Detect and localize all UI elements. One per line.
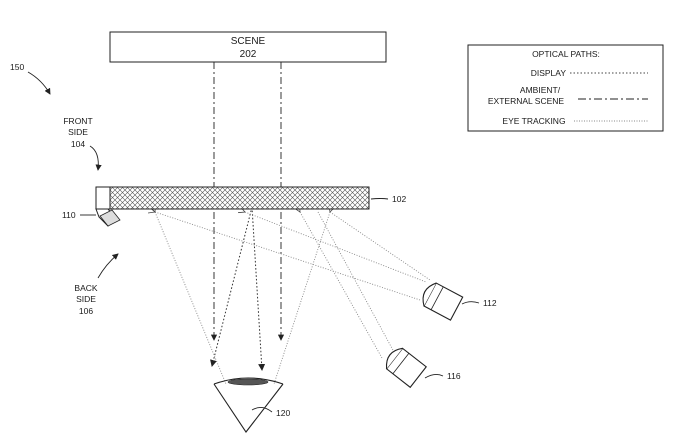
legend-display-label: DISPLAY: [531, 68, 567, 78]
camera-right-leader: [462, 302, 479, 304]
display-panel: [96, 187, 369, 209]
front-side-label-2: SIDE: [68, 127, 88, 137]
display-rays: [212, 207, 262, 370]
legend-title: OPTICAL PATHS:: [532, 49, 600, 59]
display-ref-leader: [371, 199, 388, 200]
back-side-arrow: [98, 254, 118, 278]
front-side-label-1: FRONT: [63, 116, 92, 126]
eye-120: [214, 378, 283, 432]
legend-eye-tracking-label: EYE TRACKING: [502, 116, 565, 126]
back-side-ref: 106: [79, 306, 93, 316]
sensor-ref: 110: [62, 210, 76, 220]
camera-right-ref: 112: [483, 298, 497, 308]
legend-box: OPTICAL PATHS: DISPLAY AMBIENT/ EXTERNAL…: [468, 45, 663, 131]
front-side-ref: 104: [71, 139, 85, 149]
back-side-label-2: SIDE: [76, 294, 96, 304]
figure-pointer: [28, 72, 50, 94]
camera-lower-leader: [425, 374, 443, 378]
scene-box: SCENE 202: [110, 32, 386, 62]
eye-ref: 120: [276, 408, 290, 418]
camera-lower-ref: 116: [447, 371, 461, 381]
display-ref: 102: [392, 194, 406, 204]
camera-112: [419, 280, 463, 320]
sensor-110: [96, 209, 120, 226]
figure-number: 150: [10, 62, 24, 72]
scene-title: SCENE: [231, 36, 266, 47]
legend-ambient-label-2: EXTERNAL SCENE: [488, 96, 565, 106]
back-side-label-1: BACK: [74, 283, 97, 293]
camera-116: [382, 345, 426, 388]
legend-ambient-label-1: AMBIENT/: [520, 85, 561, 95]
scene-number: 202: [240, 49, 257, 60]
front-side-arrow: [90, 146, 98, 170]
